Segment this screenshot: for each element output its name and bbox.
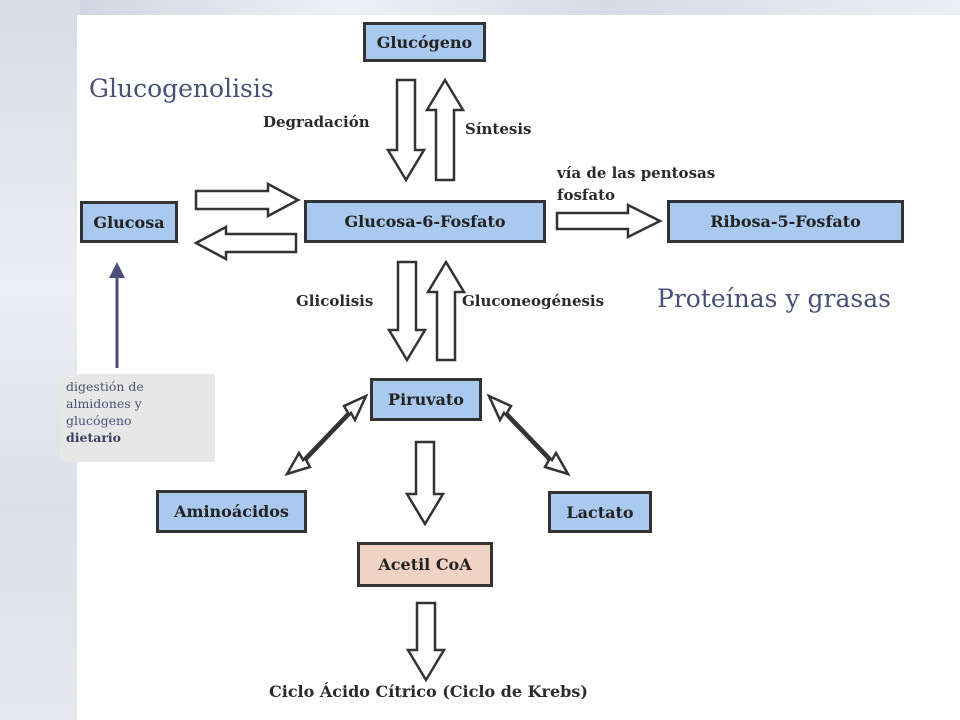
background-top-decoration [80,0,960,16]
note-line-4: dietario [66,429,121,445]
node-glucosa-label: Glucosa [93,212,165,232]
arrow-glicolisis [386,260,428,363]
arrow-piruvato-aminoacidos [284,393,369,477]
label-pentosas-line1: vía de las pentosas [557,164,716,182]
node-g6p-label: Glucosa-6-Fosfato [344,212,506,231]
node-acetil-label: Acetil CoA [378,555,472,574]
note-line-1: digestión de [66,379,144,394]
arrow-acetil-krebs [405,601,447,683]
arrow-glucosa-to-g6p [194,181,301,219]
node-ciclo-krebs: Ciclo Ácido Cítrico (Ciclo de Krebs) [269,682,588,701]
title-glucogenolisis: Glucogenolisis [89,74,274,103]
node-aminoacidos-label: Aminoácidos [174,502,289,521]
note-digestion: digestión de almidones y glucógeno dieta… [60,374,215,462]
node-ribosa-5-fosfato: Ribosa-5-Fosfato [667,200,904,243]
node-piruvato-label: Piruvato [388,390,464,409]
node-ribosa-label: Ribosa-5-Fosfato [710,212,861,231]
title-proteinas-grasas: Proteínas y grasas [657,284,891,313]
label-degradacion: Degradación [263,113,370,131]
arrow-piruvato-acetil [404,440,446,527]
background-left-decoration [0,0,80,720]
node-acetil-coa: Acetil CoA [357,542,493,587]
arrow-digestion-head [109,262,125,278]
arrow-sintesis [424,77,466,182]
arrow-piruvato-lactato [486,393,571,477]
slide-canvas [77,15,960,720]
note-line-2: almidones y [66,395,142,411]
arrow-gluconeogenesis [425,259,467,362]
label-glicolisis: Glicolisis [296,292,374,310]
note-line-3: glucógeno [66,412,132,428]
node-glucosa-6-fosfato: Glucosa-6-Fosfato [304,200,546,243]
node-glucogeno-label: Glucógeno [376,32,473,52]
node-lactato-label: Lactato [566,502,634,522]
arrow-pentosas [555,202,663,240]
node-glucogeno: Glucógeno [363,22,486,62]
node-lactato: Lactato [548,491,652,533]
node-aminoacidos: Aminoácidos [156,490,307,533]
node-piruvato: Piruvato [370,378,482,421]
arrow-g6p-to-glucosa [193,224,298,262]
label-gluconeogenesis: Gluconeogénesis [462,292,605,310]
arrow-degradacion [385,78,427,183]
label-pentosas-line2: fosfato [557,186,616,204]
node-glucosa: Glucosa [80,201,178,243]
label-sintesis: Síntesis [465,120,532,138]
